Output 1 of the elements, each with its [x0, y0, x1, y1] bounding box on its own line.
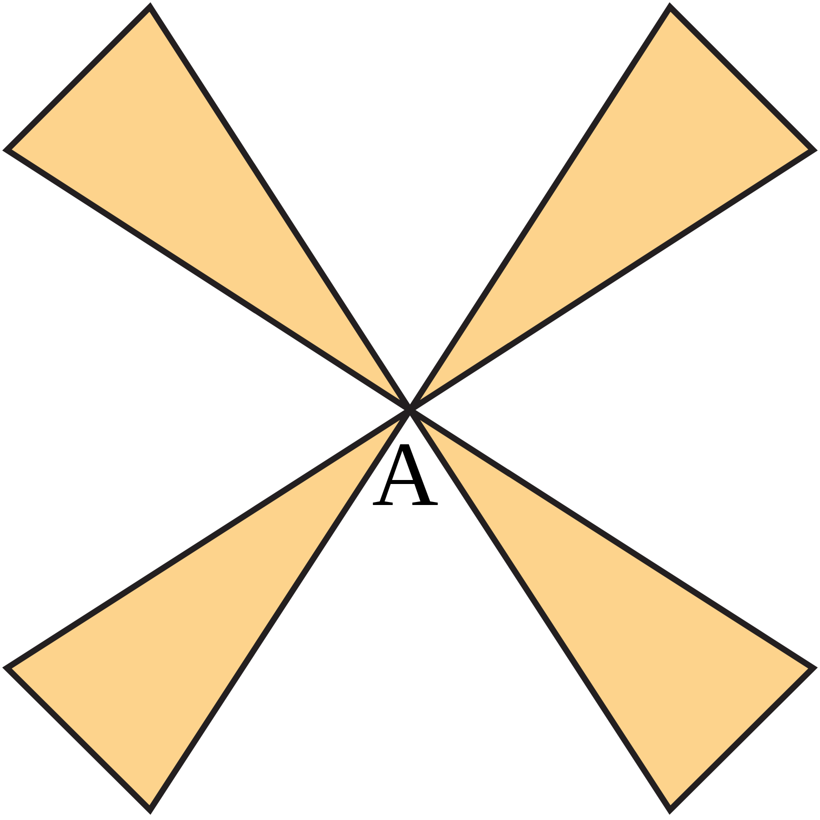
point-label: A	[372, 428, 438, 520]
